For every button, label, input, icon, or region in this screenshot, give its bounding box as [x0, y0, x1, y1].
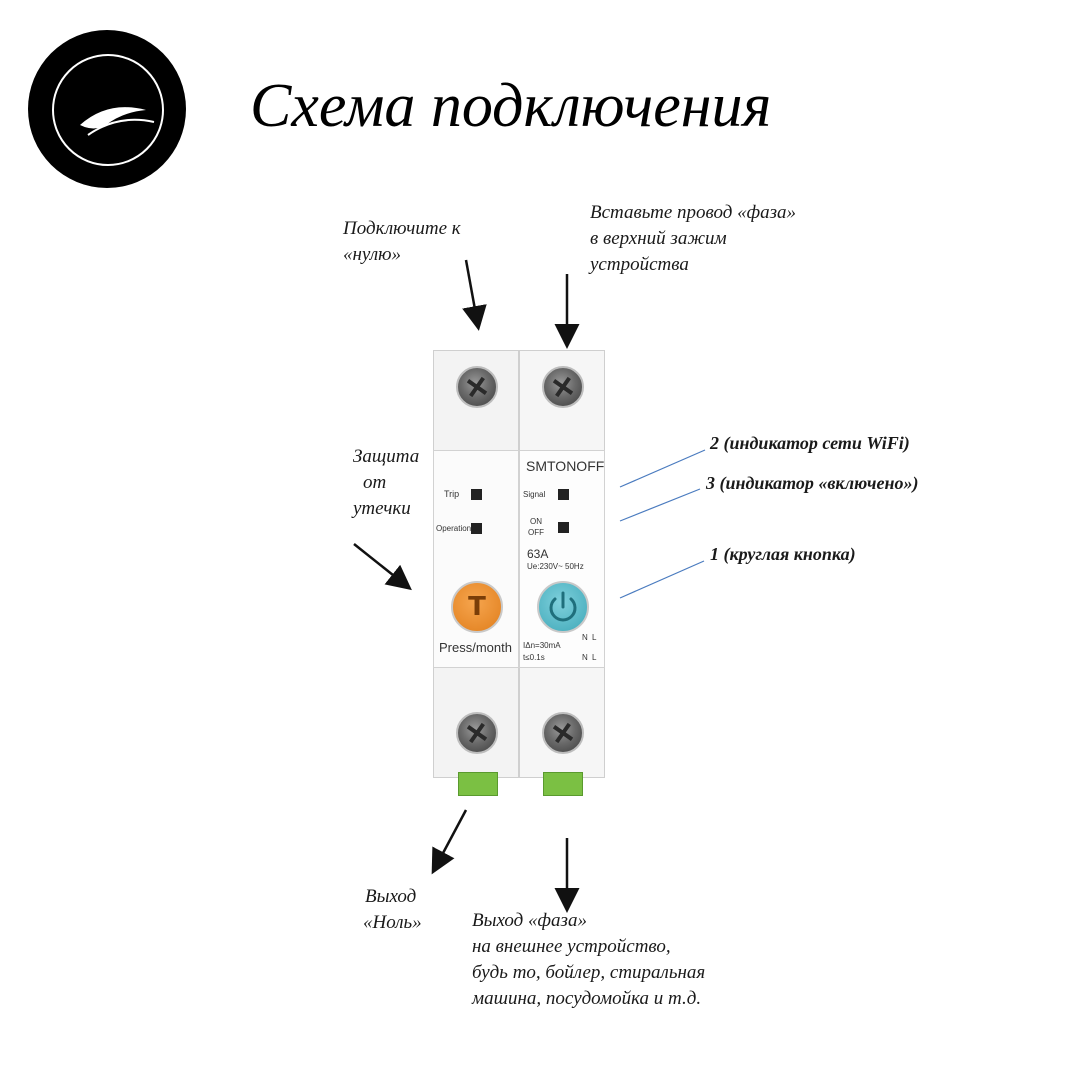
trip-time-label: t≤0.1s: [523, 653, 545, 662]
idn-label: IΔn=30mA: [523, 641, 561, 650]
test-button[interactable]: [451, 581, 503, 633]
arrow-neutral-in: [462, 259, 487, 331]
terminal-phase-out: [543, 772, 583, 796]
label-neutral-out: Выход «Ноль»: [363, 886, 422, 933]
n-bottom-label: N: [582, 653, 588, 662]
pointer-wifi: [619, 449, 706, 488]
screw-top-left-icon: [456, 366, 498, 408]
l-top-label: L: [592, 633, 597, 642]
operation-label: Operation: [436, 524, 472, 533]
label-phase-out: Выход «фаза» на внешнее устройство, будь…: [472, 910, 706, 1009]
label-leak-protection: Защита от утечки: [353, 446, 420, 519]
logo-mark: [80, 107, 155, 136]
arrow-leak: [353, 543, 412, 591]
label-phase-in: Вставьте провод «фаза» в верхний зажим у…: [590, 202, 797, 275]
logo-ring: [52, 54, 164, 166]
terminal-neutral-out: [458, 772, 498, 796]
rating-label: 63A: [527, 547, 549, 561]
screw-top-right-icon: [542, 366, 584, 408]
label-on-indicator: 3 (индикатор «включено»): [706, 473, 919, 493]
label-wifi-indicator: 2 (индикатор сети WiFi): [710, 433, 910, 453]
wifi-indicator: [558, 489, 569, 500]
on-label: ON: [530, 517, 542, 526]
off-label: OFF: [528, 528, 544, 537]
voltage-label: Ue:230V~ 50Hz: [527, 562, 584, 571]
label-neutral-in: Подключите к «нулю»: [343, 218, 461, 265]
n-top-label: N: [582, 633, 588, 642]
trip-indicator: [471, 489, 482, 500]
power-icon: [549, 591, 577, 622]
trip-label: Trip: [444, 489, 460, 499]
screw-bottom-right-icon: [542, 712, 584, 754]
press-month-label: Press/month: [439, 640, 512, 655]
pointer-button: [619, 560, 705, 599]
device-brand: SMTONOFF: [526, 458, 605, 474]
l-bottom-label: L: [592, 653, 597, 662]
operation-indicator: [471, 523, 482, 534]
signal-label: Signal: [523, 490, 546, 499]
test-button-label: T: [468, 592, 486, 622]
label-round-button: 1 (круглая кнопка): [710, 544, 856, 564]
arrow-neutral-out: [431, 809, 468, 875]
on-indicator: [558, 522, 569, 533]
pointer-on: [619, 488, 701, 522]
page-title: Схема подключения: [250, 72, 772, 140]
screw-bottom-left-icon: [456, 712, 498, 754]
